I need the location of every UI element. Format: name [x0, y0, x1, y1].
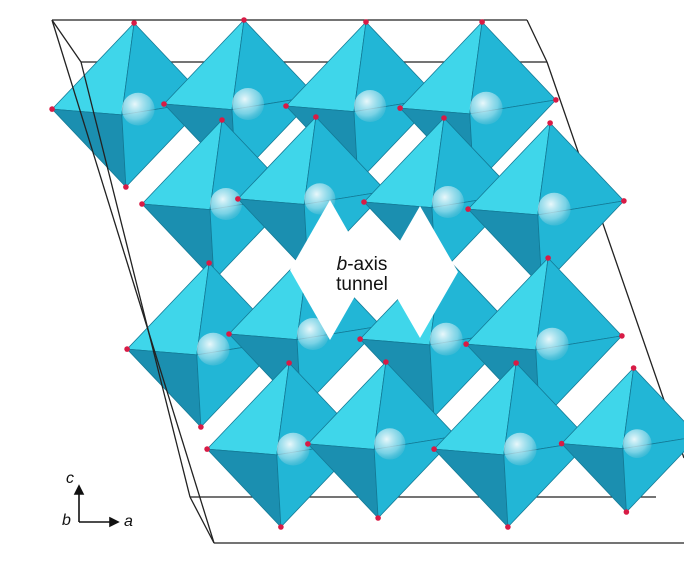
- tunnel-axis-letter: b: [336, 254, 348, 275]
- octahedron-face: [399, 21, 483, 115]
- oxygen-vertex: [547, 120, 553, 126]
- tunnel-word: tunnel: [336, 274, 388, 295]
- octahedron-face: [51, 108, 127, 188]
- oxygen-vertex: [363, 19, 369, 25]
- oxygen-vertex: [397, 105, 403, 111]
- cation-sphere: [429, 322, 463, 356]
- oxygen-vertex: [206, 260, 212, 266]
- oxygen-vertex: [123, 184, 129, 190]
- oxygen-vertex: [621, 198, 627, 204]
- cation-sphere: [276, 432, 310, 466]
- oxygen-vertex: [441, 115, 447, 121]
- oxygen-vertex: [558, 440, 565, 447]
- cation-sphere: [232, 88, 264, 120]
- oxygen-vertex: [198, 424, 204, 430]
- oxygen-vertex: [383, 359, 389, 365]
- oxygen-vertex: [286, 360, 292, 366]
- oxygen-vertex: [479, 19, 485, 25]
- oxygen-vertex: [124, 346, 130, 352]
- b-axis-tunnel-label: b-axis tunnel: [322, 255, 402, 295]
- octahedron-face: [285, 21, 367, 112]
- axis-label-c: c: [66, 470, 74, 487]
- octahedron-face: [141, 203, 215, 281]
- axis-label-b: b: [62, 512, 71, 529]
- cation-sphere: [432, 186, 464, 218]
- oxygen-vertex: [241, 17, 247, 23]
- axis-label-a: a: [124, 513, 133, 530]
- oxygen-vertex: [465, 206, 471, 212]
- oxygen-vertex: [431, 446, 437, 452]
- cation-sphere: [503, 432, 537, 466]
- tunnel-axis-word: -axis: [347, 254, 388, 275]
- oxygen-vertex: [219, 117, 225, 123]
- oxygen-vertex: [357, 336, 363, 342]
- oxygen-vertex: [226, 331, 232, 337]
- cation-sphere: [469, 91, 503, 125]
- tunnel-void: [382, 206, 458, 338]
- oxygen-vertex: [545, 255, 551, 261]
- octahedra-framework: [49, 17, 684, 530]
- cation-sphere: [121, 92, 155, 126]
- tunnel-void: [290, 200, 370, 340]
- oxygen-vertex: [513, 360, 519, 366]
- oxygen-vertex: [283, 103, 289, 109]
- octahedron-face: [51, 22, 135, 116]
- oxygen-vertex: [623, 509, 630, 515]
- octahedron-face: [206, 448, 282, 528]
- oxygen-vertex: [204, 446, 210, 452]
- oxygen-vertex: [278, 524, 284, 530]
- oxygen-vertex: [630, 365, 637, 371]
- oxygen-vertex: [553, 97, 559, 103]
- oxygen-vertex: [131, 20, 137, 26]
- cation-sphere: [354, 90, 386, 122]
- oxygen-vertex: [139, 201, 145, 207]
- octahedron-face: [126, 348, 202, 428]
- octahedron-face: [433, 448, 509, 528]
- oxygen-vertex: [361, 199, 367, 205]
- cation-sphere: [622, 429, 652, 458]
- cation-sphere: [297, 318, 329, 350]
- oxygen-vertex: [235, 196, 241, 202]
- oxygen-vertex: [161, 101, 167, 107]
- octahedron-face: [163, 19, 245, 110]
- oxygen-vertex: [375, 515, 381, 521]
- cation-sphere: [196, 332, 230, 366]
- axis-triad: [73, 484, 120, 528]
- oxygen-vertex: [313, 114, 319, 120]
- octahedron-face: [561, 443, 627, 513]
- octahedron-face: [126, 262, 210, 356]
- cation-sphere: [537, 192, 571, 226]
- oxygen-vertex: [305, 441, 311, 447]
- oxygen-vertex: [463, 341, 469, 347]
- cation-sphere: [210, 188, 242, 220]
- unit-cell-front: [51, 19, 684, 544]
- cation-sphere: [374, 428, 406, 460]
- oxygen-vertex: [49, 106, 55, 112]
- octahedron-face: [467, 208, 543, 288]
- oxygen-vertex: [619, 333, 625, 339]
- cation-sphere: [535, 327, 569, 361]
- oxygen-vertex: [505, 524, 511, 530]
